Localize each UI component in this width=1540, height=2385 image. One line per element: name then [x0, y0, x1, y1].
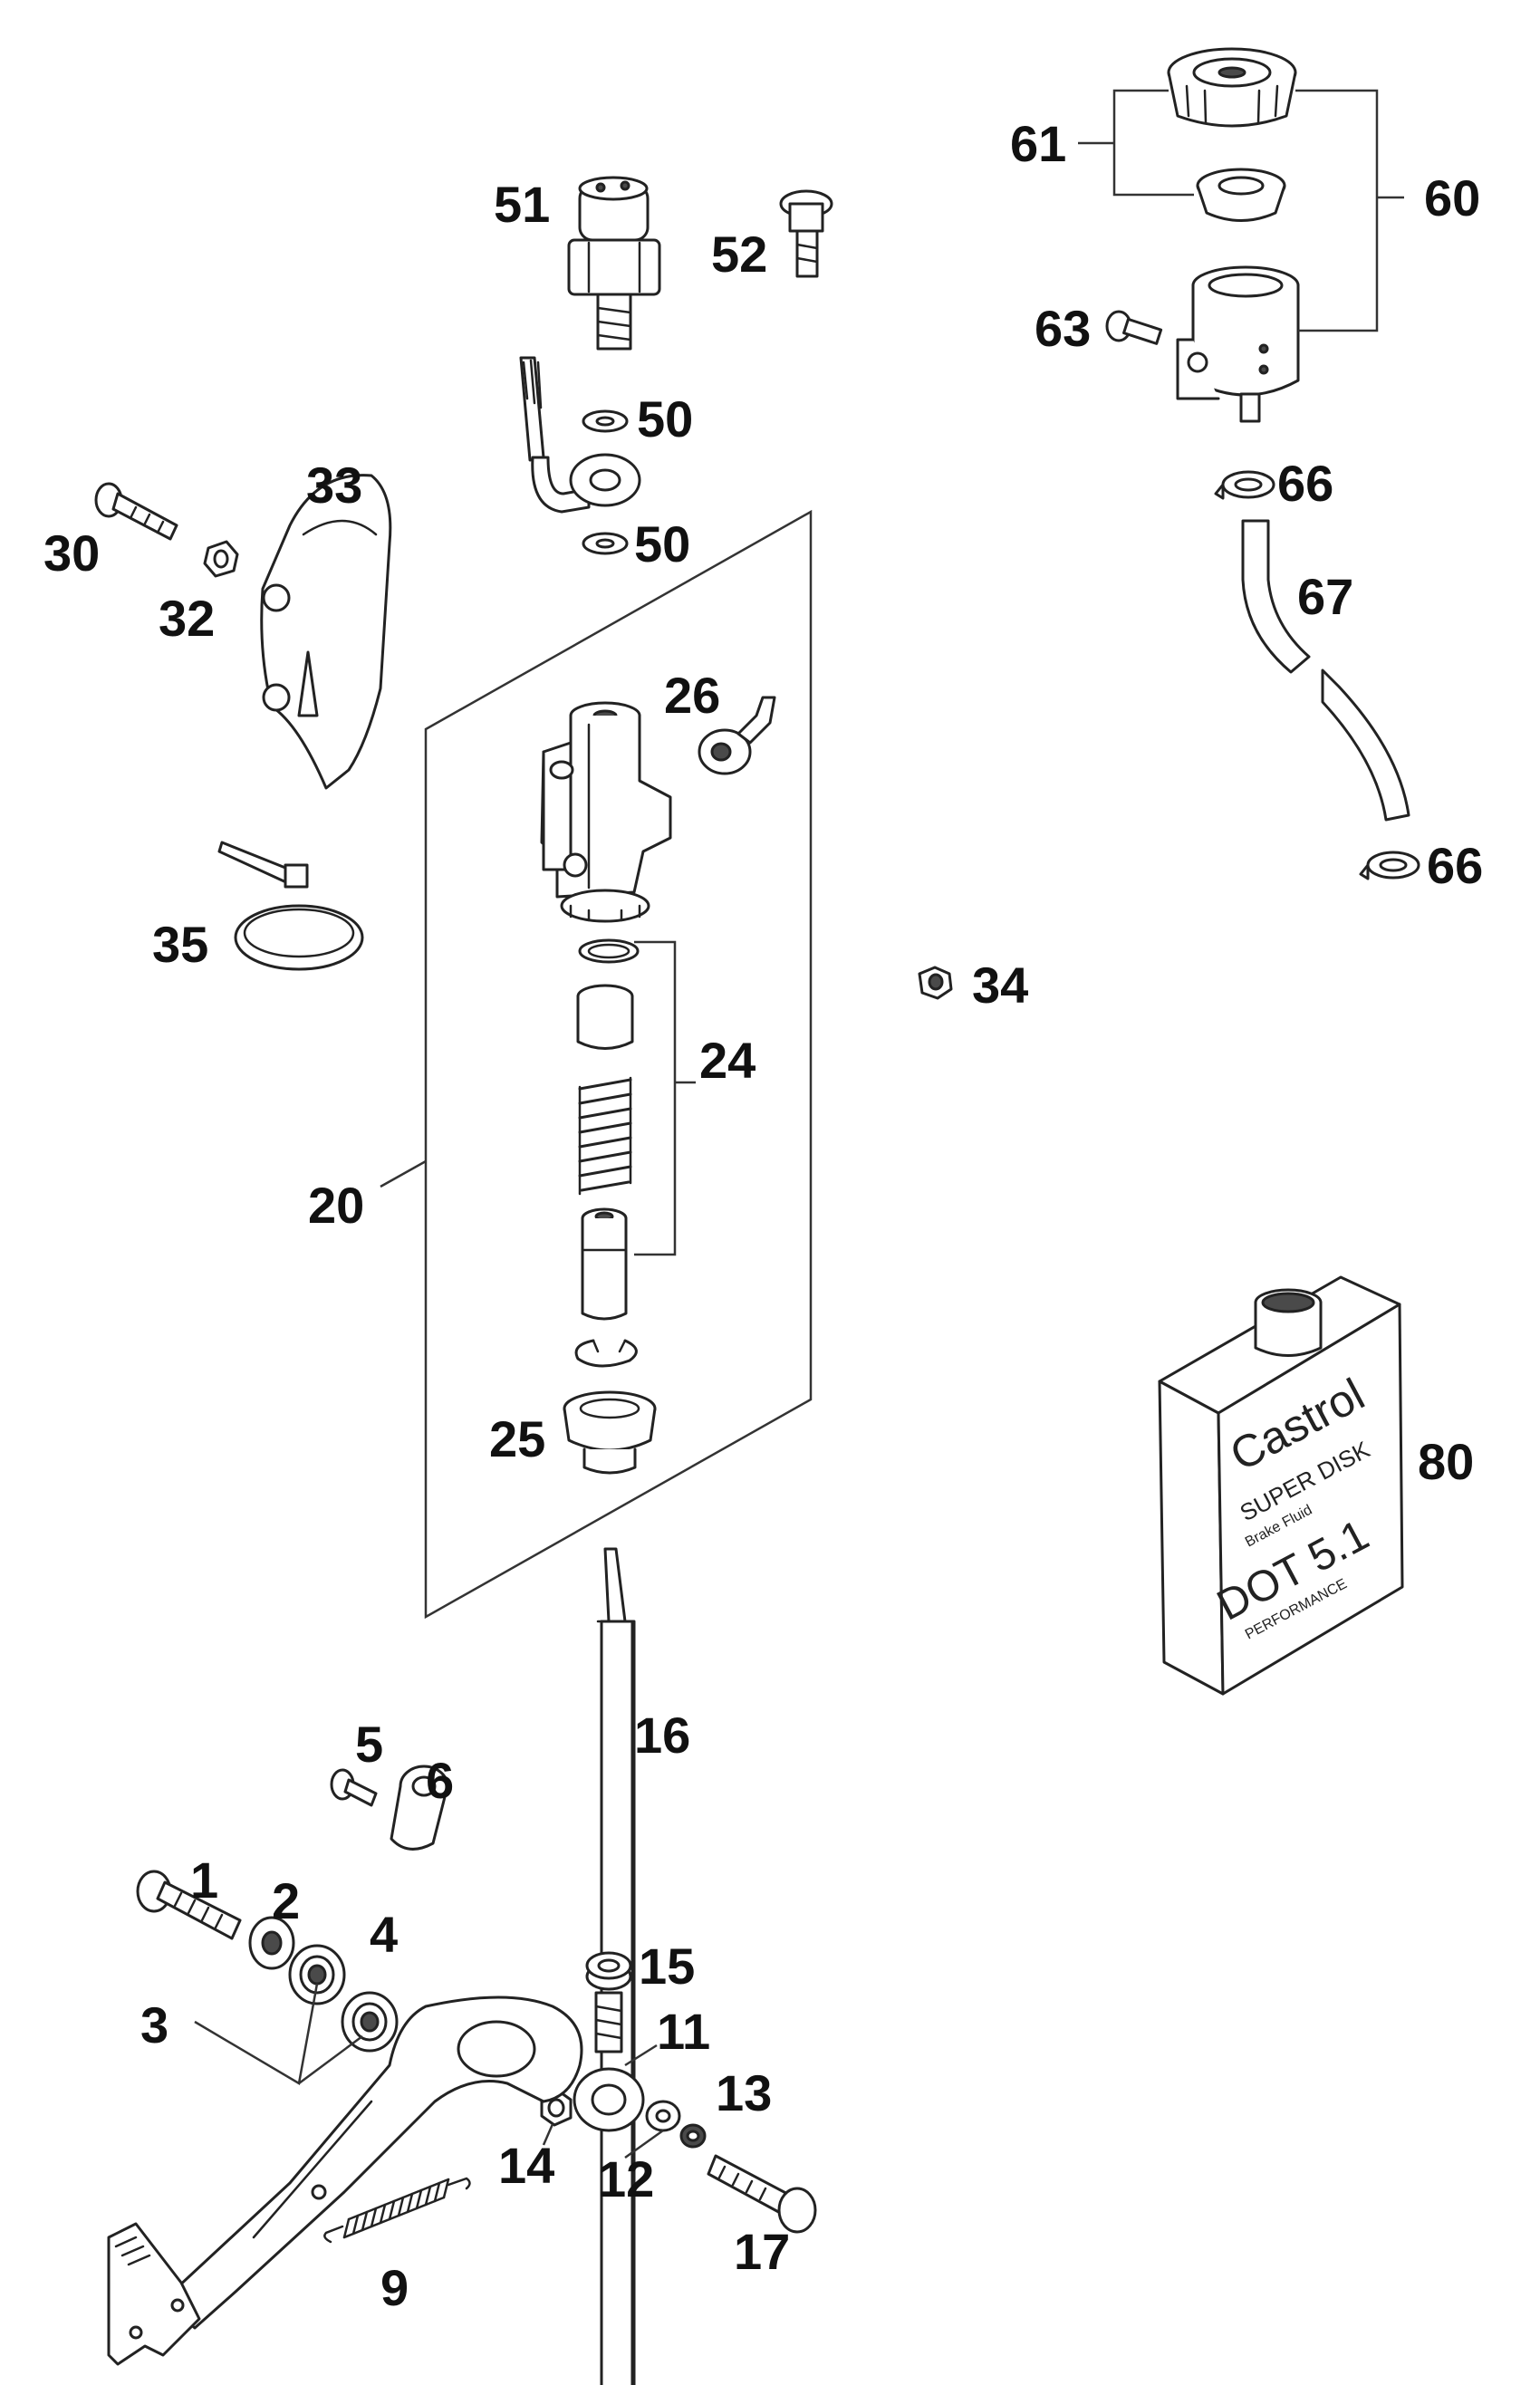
heel-guard: [260, 474, 392, 790]
callout-66-lower: 66: [1427, 837, 1483, 894]
callout-4: 4: [370, 1906, 398, 1963]
callout-20: 20: [308, 1177, 364, 1234]
hose-clamp-upper: [1214, 470, 1275, 500]
sealing-washer-upper: [582, 409, 629, 433]
callout-32: 32: [159, 590, 215, 647]
callout-50-lower: 50: [634, 515, 690, 572]
brake-fluid-can: [1158, 1275, 1404, 1696]
callout-11: 11: [657, 2003, 710, 2060]
washer: [645, 2100, 681, 2132]
pedal-bearing-upper: [288, 1944, 346, 2005]
piston-kit: [576, 938, 640, 1321]
pedal-screw: [330, 1768, 378, 1807]
callout-17: 17: [734, 2223, 790, 2280]
callout-60: 60: [1424, 169, 1480, 226]
return-spring: [323, 2177, 471, 2244]
brake-fluid-reservoir: [1176, 265, 1300, 423]
hose-nipple: [698, 696, 776, 775]
lock-washer: [679, 2123, 707, 2149]
reservoir-hose: [1241, 519, 1410, 822]
master-cylinder-group-frame: [424, 509, 813, 1620]
callout-13: 13: [716, 2064, 772, 2121]
heel-guard-bolt: [94, 482, 178, 541]
rod-end: [573, 1991, 645, 2132]
callout-15: 15: [639, 1938, 695, 1995]
master-cylinder-body: [540, 701, 672, 923]
callout-33: 33: [306, 457, 362, 514]
pivot-bolt: [136, 1870, 242, 1940]
callout-50-upper: 50: [637, 390, 693, 447]
brake-pedal: [107, 1996, 583, 2366]
callout-66-upper: 66: [1277, 455, 1333, 512]
callout-12: 12: [598, 2150, 654, 2207]
pedal-bearing-lower: [341, 1991, 399, 2053]
callout-30: 30: [43, 524, 100, 582]
callout-67: 67: [1297, 568, 1353, 625]
banjo-bolt: [779, 189, 833, 278]
push-rod-nut: [585, 1951, 632, 1991]
callout-2: 2: [272, 1872, 300, 1929]
master-cylinder-cap: [563, 1390, 657, 1475]
nut: [918, 966, 953, 1000]
callout-labels: 1 2 3 4 5 6 9 11 12 13 14 15 16 17 20 24…: [43, 115, 1483, 2316]
reservoir-screw: [1105, 310, 1163, 345]
pivot-washer: [248, 1916, 295, 1970]
callout-80: 80: [1418, 1433, 1474, 1490]
leader-lines: [194, 89, 1404, 2159]
callout-5: 5: [355, 1716, 383, 1773]
callout-26: 26: [664, 667, 720, 724]
callout-6: 6: [426, 1752, 454, 1809]
callout-63: 63: [1035, 300, 1091, 357]
hose-clamp-lower: [1359, 851, 1420, 880]
callout-35: 35: [152, 916, 208, 973]
callout-25: 25: [489, 1410, 545, 1467]
sealing-washer-lower: [582, 532, 629, 555]
callout-14: 14: [498, 2137, 554, 2194]
callout-52: 52: [711, 226, 767, 283]
brake-light-switch: [567, 176, 661, 351]
pedal-bushing: [390, 1765, 449, 1851]
callout-1: 1: [190, 1851, 218, 1909]
callout-16: 16: [634, 1707, 690, 1764]
clevis-bolt: [707, 2154, 817, 2234]
reservoir-cap: [1167, 47, 1297, 128]
callout-51: 51: [494, 176, 550, 233]
brake-hose-fitting: [519, 356, 641, 514]
cable-tie: [217, 841, 364, 971]
reservoir-diaphragm: [1196, 168, 1286, 222]
callout-9: 9: [380, 2259, 409, 2316]
callout-3: 3: [140, 1996, 168, 2053]
circlip: [574, 1339, 638, 1368]
callout-34: 34: [972, 957, 1028, 1014]
callout-61: 61: [1010, 115, 1066, 172]
heel-guard-nut: [203, 540, 239, 578]
callout-24: 24: [699, 1032, 756, 1089]
